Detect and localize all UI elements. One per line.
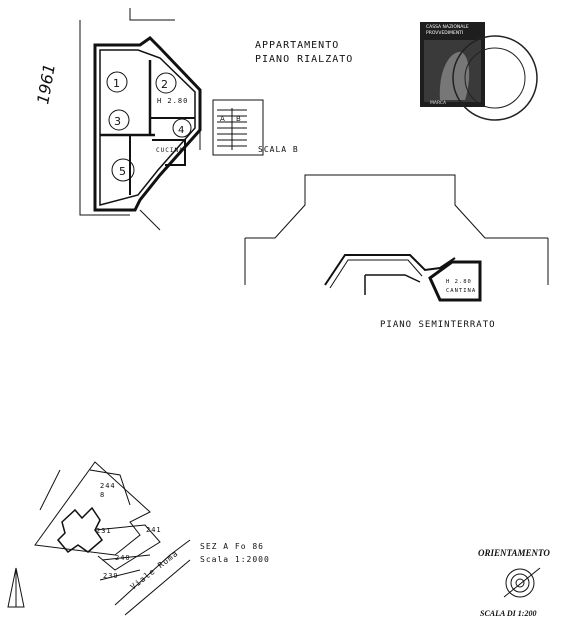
room-marker [172, 118, 192, 138]
margin-note: 1961 [33, 62, 59, 105]
kitchen-label: CUCINA [156, 147, 184, 154]
cellar-room [428, 260, 482, 302]
room-marker [108, 109, 130, 131]
building-outline [139, 209, 161, 231]
parcel-line [94, 524, 161, 571]
stair-letter: B [236, 115, 241, 123]
parcel-line [99, 554, 151, 581]
room-number: 5 [119, 165, 126, 178]
location-map [34, 461, 191, 616]
room-number: 4 [178, 125, 184, 136]
parcel-number: 240 [115, 554, 131, 562]
room-number: 3 [114, 115, 121, 128]
stamp-cancel-ring [452, 35, 538, 121]
stair-detail [199, 99, 264, 156]
title-floor: PIANO RIALZATO [255, 54, 353, 65]
parcel-number: 244 [100, 482, 116, 490]
building-footprint [244, 174, 549, 285]
basement-plan [244, 174, 549, 302]
cellar-height: H 2.80 [446, 279, 472, 285]
room-marker [106, 71, 128, 93]
stamp-cancel-ring [464, 47, 526, 109]
cellar-label: CANTINA [446, 288, 476, 294]
drawing-scale-label: SCALA DI 1:200 [480, 609, 536, 618]
room-height-label: H 2.80 [157, 97, 188, 105]
room-number: 2 [161, 78, 168, 91]
map-scale-label: Scala 1:2000 [200, 555, 270, 564]
stair-label: SCALA B [258, 145, 299, 154]
parcel-number: 239 [103, 572, 119, 580]
parcel-number: 231 [96, 527, 112, 535]
map-edge [39, 469, 61, 511]
building-footprint-map [56, 506, 104, 554]
stamp-text: CASSA NAZIONALE [426, 24, 469, 30]
basement-corridor [329, 259, 423, 289]
room-number: 1 [113, 77, 120, 90]
stamp-figure [439, 51, 470, 100]
room-marker [111, 158, 135, 182]
basement-title: PIANO SEMINTERRATO [380, 320, 496, 330]
street-edge [124, 559, 191, 616]
orientation-title: ORIENTAMENTO [478, 548, 550, 558]
street-edge [114, 539, 191, 606]
apartment-plan [79, 8, 202, 231]
revenue-stamp [420, 22, 538, 121]
parcel-number: 8 [100, 491, 105, 499]
stair-letter: A [220, 115, 225, 123]
parcel-boundary [34, 461, 151, 556]
stair-frame [212, 99, 264, 156]
street-name: Viale Roma [129, 549, 180, 592]
room-marker [155, 72, 177, 94]
stamp-text: PROVVEDIMENTI [426, 30, 463, 36]
basement-corridor [324, 254, 456, 286]
stamp-text: MARCA [430, 100, 447, 106]
apartment-inner-wall [99, 49, 196, 206]
basement-corridor [364, 274, 421, 295]
title-apartment: APPARTAMENTO [255, 40, 339, 51]
kitchen-wall [152, 139, 186, 166]
section-label: SEZ A Fo 86 [200, 542, 264, 551]
parcel-number: 241 [146, 526, 162, 534]
building-outline [79, 8, 175, 216]
stair-treads [217, 108, 247, 150]
orientation-compass [503, 567, 541, 598]
parcel-boundary [89, 469, 131, 506]
